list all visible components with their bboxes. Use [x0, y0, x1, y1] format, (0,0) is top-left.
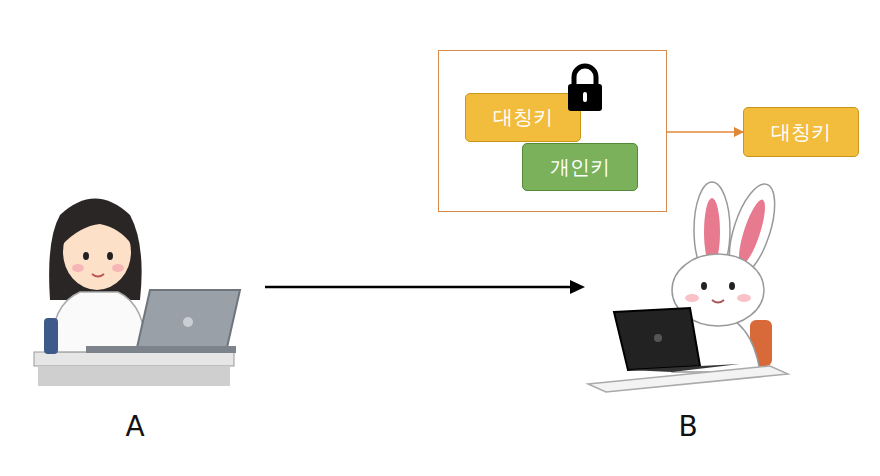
person-a: [34, 199, 240, 387]
key-label: 대칭키: [493, 104, 553, 131]
party-label: B: [678, 410, 697, 443]
person-b: [588, 179, 788, 392]
container-box: 대칭키개인키: [438, 50, 667, 212]
transfer-arrow: [265, 280, 585, 294]
key-box: 개인키: [522, 143, 638, 191]
party-label: A: [125, 410, 144, 443]
lock-icon: [565, 63, 605, 113]
connector-arrow: [667, 131, 743, 133]
key-box: 대칭키: [743, 107, 859, 157]
key-label: 대칭키: [771, 119, 831, 146]
key-label: 개인키: [550, 154, 610, 181]
key-box: 대칭키: [465, 93, 581, 142]
